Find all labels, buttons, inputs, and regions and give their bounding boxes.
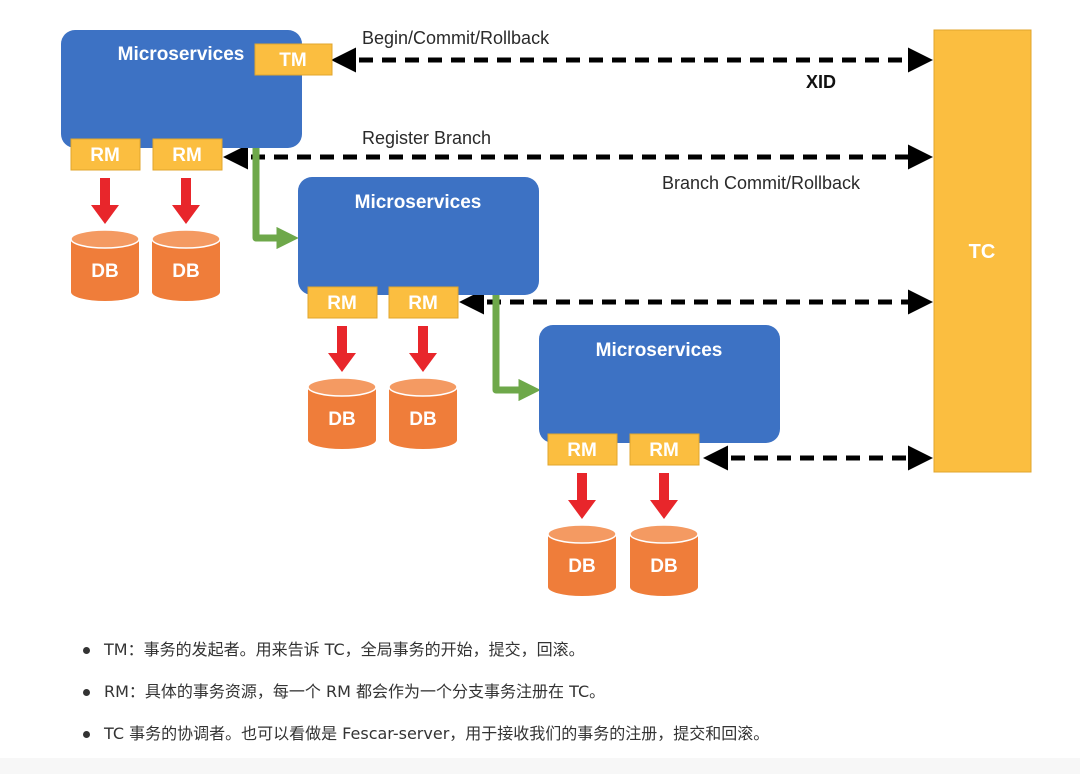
note-text: TC 事务的协调者。也可以看做是 Fescar-server，用于接收我们的事务… [104,724,770,743]
rm-box: RM [307,286,378,319]
db-cylinder: DB [151,229,221,301]
db-label: DB [172,261,199,282]
db-label: DB [328,409,355,430]
begin-commit-rollback-label: Begin/Commit/Rollback [362,28,550,48]
register-branch-label: Register Branch [362,128,491,148]
tm-box: TM [254,43,333,76]
db-label: DB [650,556,677,577]
rm-label: RM [649,440,679,461]
db-label: DB [409,409,436,430]
bullet-icon [83,647,90,654]
tc-bar: TC [933,29,1032,473]
red-down-arrow [650,473,678,519]
red-down-arrow [568,473,596,519]
tm-label: TM [279,50,306,71]
db-cylinder: DB [388,377,458,449]
microservice-label: Microservices [596,340,723,361]
db-cylinder: DB [70,229,140,301]
rm-label: RM [408,293,438,314]
xid-label: XID [806,72,836,92]
transaction-diagram: TC Begin/Commit/Rollback XID Register Br… [61,28,1032,596]
db-cylinder: DB [547,524,617,596]
red-down-arrow [91,178,119,224]
green-flow-arrow-1 [252,140,299,250]
rm-label: RM [90,145,120,166]
note-text: TM：事务的发起者。用来告诉 TC，全局事务的开始，提交，回滚。 [104,640,585,659]
db-label: DB [568,556,595,577]
bottom-edge [0,758,1080,774]
red-down-arrow [328,326,356,372]
note-text: RM：具体的事务资源，每一个 RM 都会作为一个分支事务注册在 TC。 [104,682,606,701]
microservice-box-2: Microservices [298,177,539,295]
note-item: TC 事务的协调者。也可以看做是 Fescar-server，用于接收我们的事务… [80,714,1060,756]
microservice-label: Microservices [355,192,482,213]
rm-box: RM [547,433,618,466]
microservice-label: Microservices [118,44,245,65]
green-flow-arrow-2 [492,290,541,402]
branch-commit-rollback-label: Branch Commit/Rollback [662,173,861,193]
rm-box: RM [152,138,223,171]
tc-label: TC [969,241,996,263]
microservice-box-3: Microservices [539,325,780,443]
rm-label: RM [567,440,597,461]
bullet-icon [83,731,90,738]
note-item: RM：具体的事务资源，每一个 RM 都会作为一个分支事务注册在 TC。 [80,672,1060,714]
note-item: TM：事务的发起者。用来告诉 TC，全局事务的开始，提交，回滚。 [80,630,1060,672]
db-cylinder: DB [629,524,699,596]
microservice-box-1: Microservices [61,30,302,148]
red-down-arrow [172,178,200,224]
rm-box: RM [70,138,141,171]
rm-label: RM [172,145,202,166]
rm-box: RM [388,286,459,319]
rm-label: RM [327,293,357,314]
rm-box: RM [629,433,700,466]
db-label: DB [91,261,118,282]
db-cylinder: DB [307,377,377,449]
red-down-arrow [409,326,437,372]
notes-list: TM：事务的发起者。用来告诉 TC，全局事务的开始，提交，回滚。 RM：具体的事… [80,630,1060,756]
bullet-icon [83,689,90,696]
